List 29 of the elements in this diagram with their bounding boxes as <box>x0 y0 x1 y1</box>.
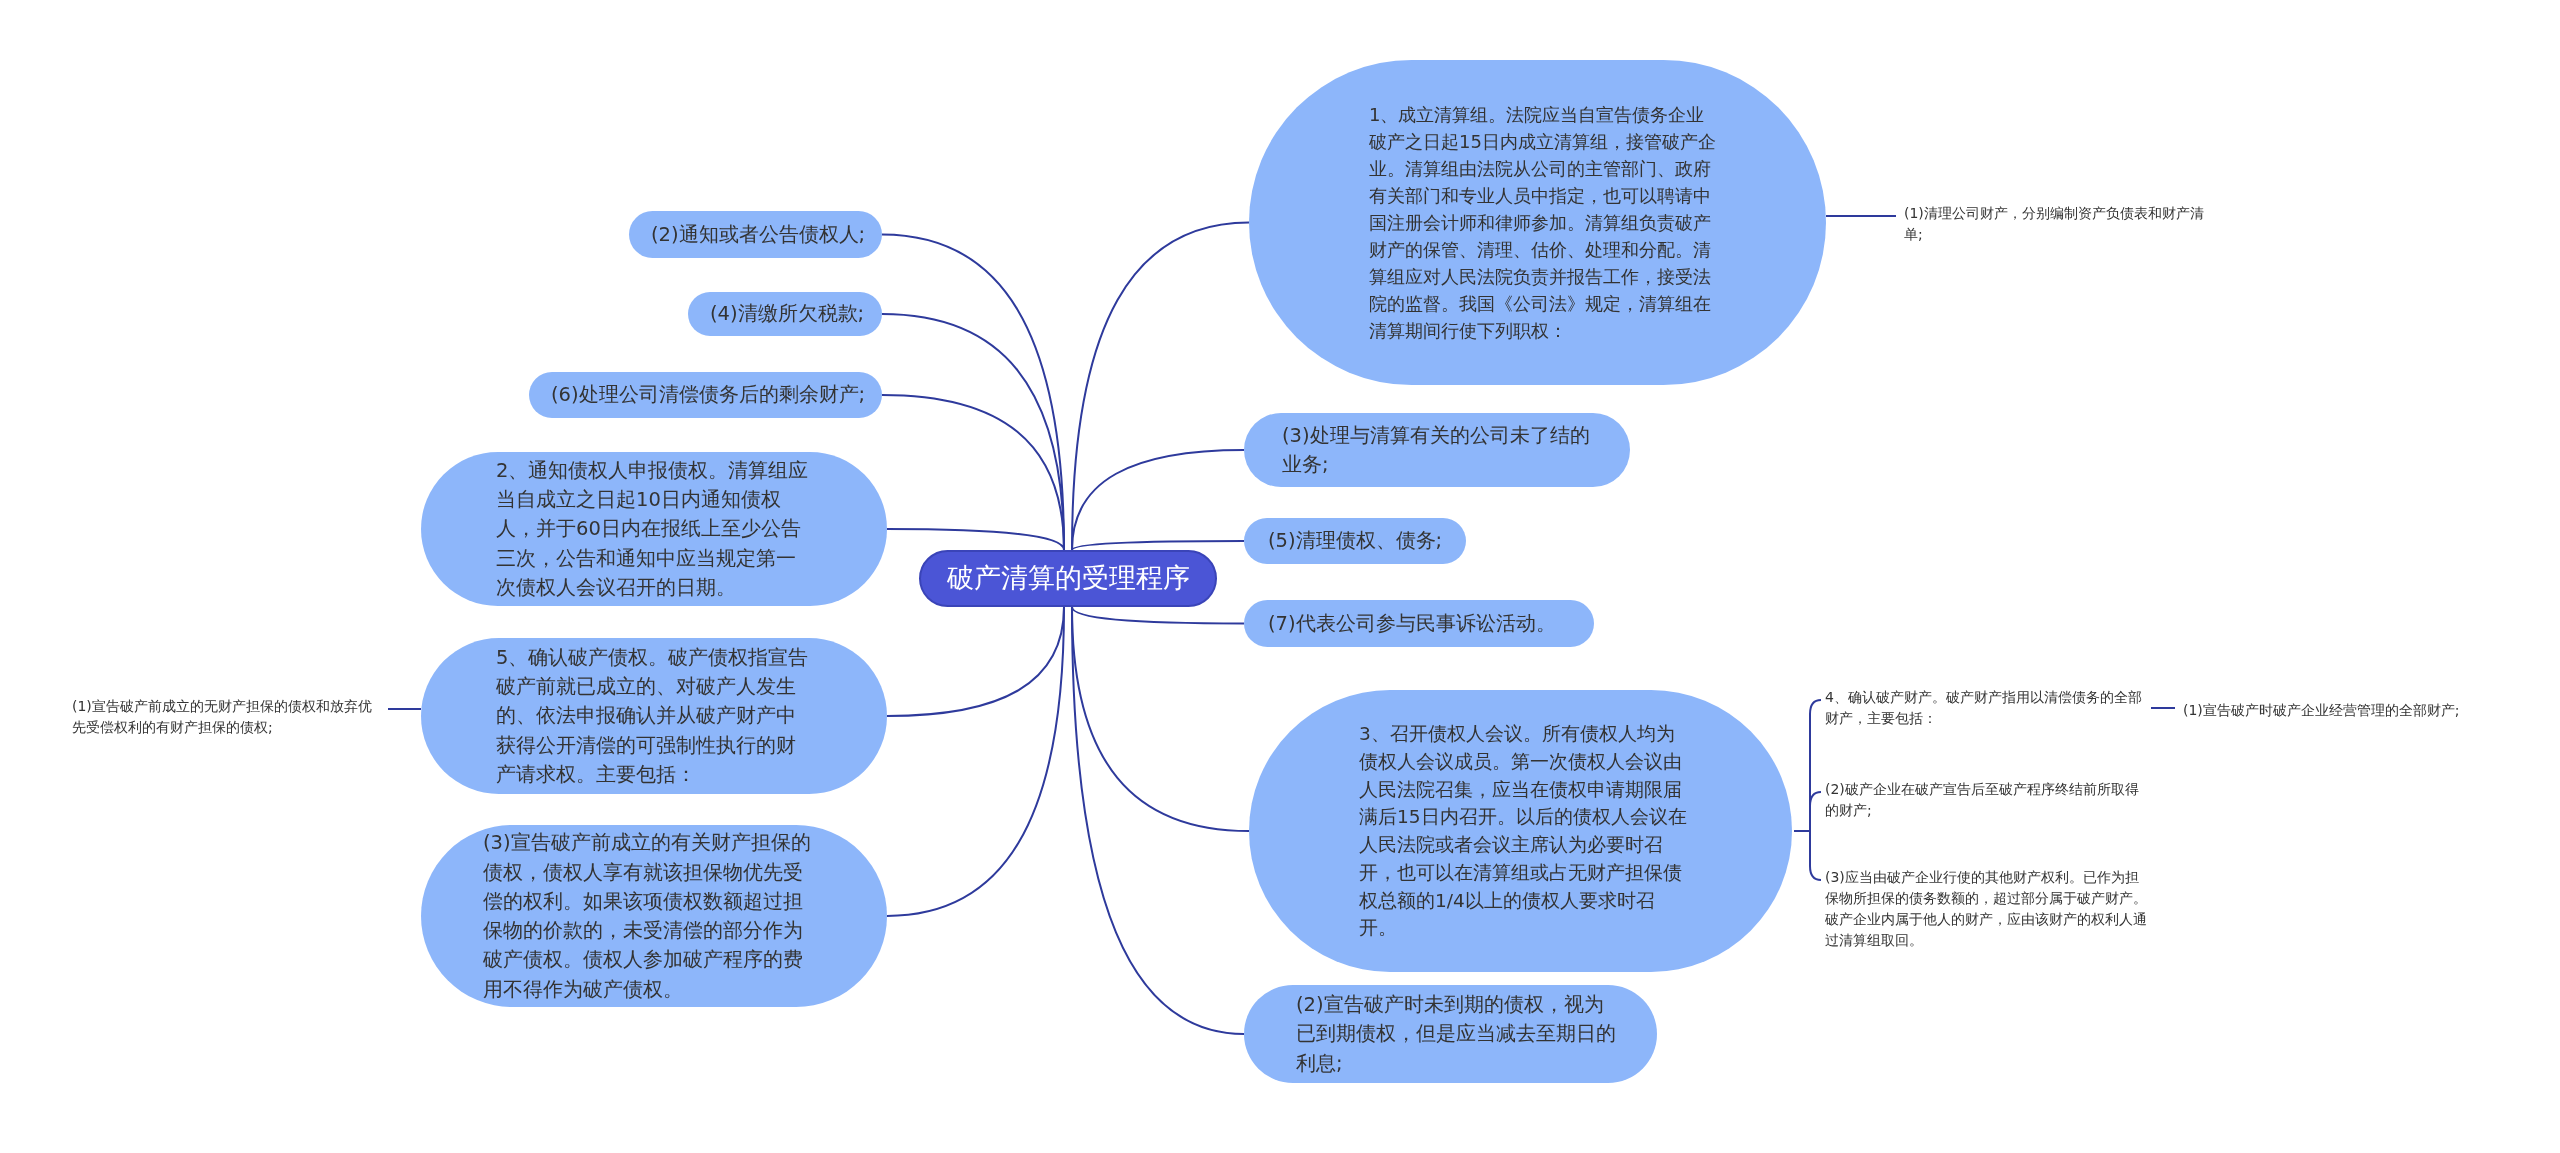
connector-line <box>1071 449 1245 551</box>
topic-bubble: 5、确认破产债权。破产债权指宣告破产前就已成立的、对破产人发生的、依法申报确认并从破产财产中获得公开清偿的可强制性执行的财产请求权。主要包括： <box>421 638 887 794</box>
topic-bubble: (7)代表公司参与民事诉讼活动。 <box>1244 600 1594 647</box>
note-text: (1)宣告破产前成立的无财产担保的债权和放弃优先受偿权利的有财产担保的债权; <box>72 695 382 739</box>
note-text: 4、确认破产财产。破产财产指用以清偿债务的全部财产，主要包括： <box>1825 686 2145 730</box>
topic-bubble: 3、召开债权人会议。所有债权人均为债权人会议成员。第一次债权人会议由人民法院召集，应当在债权申请期限届满后15日内召开。以后的债权人会议在人民法院或者会议主席认为必要时召开，也可以在清算组或占无财产担保债权总额的1/4以上的债权人要求时召开。 <box>1249 690 1792 972</box>
topic-bubble: (4)清缴所欠税款; <box>688 292 882 336</box>
connector-line <box>1793 830 1822 881</box>
connector-line <box>1825 215 1897 217</box>
connector-line <box>881 394 1065 551</box>
central-topic: 破产清算的受理程序 <box>919 550 1217 607</box>
connector-line <box>1071 540 1245 551</box>
note-text: (3)应当由破产企业行使的其他财产权利。已作为担保物所担保的债务数额的，超过部分属于破产财产。破产企业内属于他人的财产，应由该财产的权利人通过清算组取回。 <box>1825 866 2151 952</box>
connector-line <box>387 708 422 710</box>
topic-bubble: (2)通知或者公告债权人; <box>629 211 882 258</box>
connector-line <box>2150 707 2176 709</box>
topic-bubble: (2)宣告破产时未到期的债权，视为已到期债权，但是应当减去至期日的利息; <box>1244 985 1657 1083</box>
topic-bubble: 1、成立清算组。法院应当自宣告债务企业破产之日起15日内成立清算组，接管破产企业。清算组由法院从公司的主管部门、政府有关部门和专业人员中指定，也可以聘请中国注册会计师和律师参加。清算组负责破产财产的保管、清理、估价、处理和分配。清算组应对人民法院负责并报告工作，接受法院的监督。我国《公司法》规定，清算组在清算期间行使下列职权： <box>1249 60 1826 385</box>
connector-line <box>886 528 1065 551</box>
connector-line <box>886 606 1065 917</box>
connector-line <box>1071 606 1245 625</box>
topic-bubble: (6)处理公司清偿债务后的剩余财产; <box>529 372 882 418</box>
topic-bubble: 2、通知债权人申报债权。清算组应当自成立之日起10日内通知债权人，并于60日内在报纸上至少公告三次，公告和通知中应当规定第一次债权人会议召开的日期。 <box>421 452 887 606</box>
note-text: (1)宣告破产时破产企业经营管理的全部财产; <box>2183 698 2523 722</box>
note-text: (1)清理公司财产，分别编制资产负债表和财产清单; <box>1904 202 2204 246</box>
note-text: (2)破产企业在破产宣告后至破产程序终结前所取得的财产; <box>1825 778 2145 822</box>
topic-bubble: (3)宣告破产前成立的有关财产担保的债权，债权人享有就该担保物优先受偿的权利。如果该项债权数额超过担保物的价款的，未受清偿的部分作为破产债权。债权人参加破产程序的费用不得作为破产债权。 <box>421 825 887 1007</box>
topic-bubble: (3)处理与清算有关的公司未了结的业务; <box>1244 413 1630 487</box>
topic-bubble: (5)清理债权、债务; <box>1244 518 1466 564</box>
